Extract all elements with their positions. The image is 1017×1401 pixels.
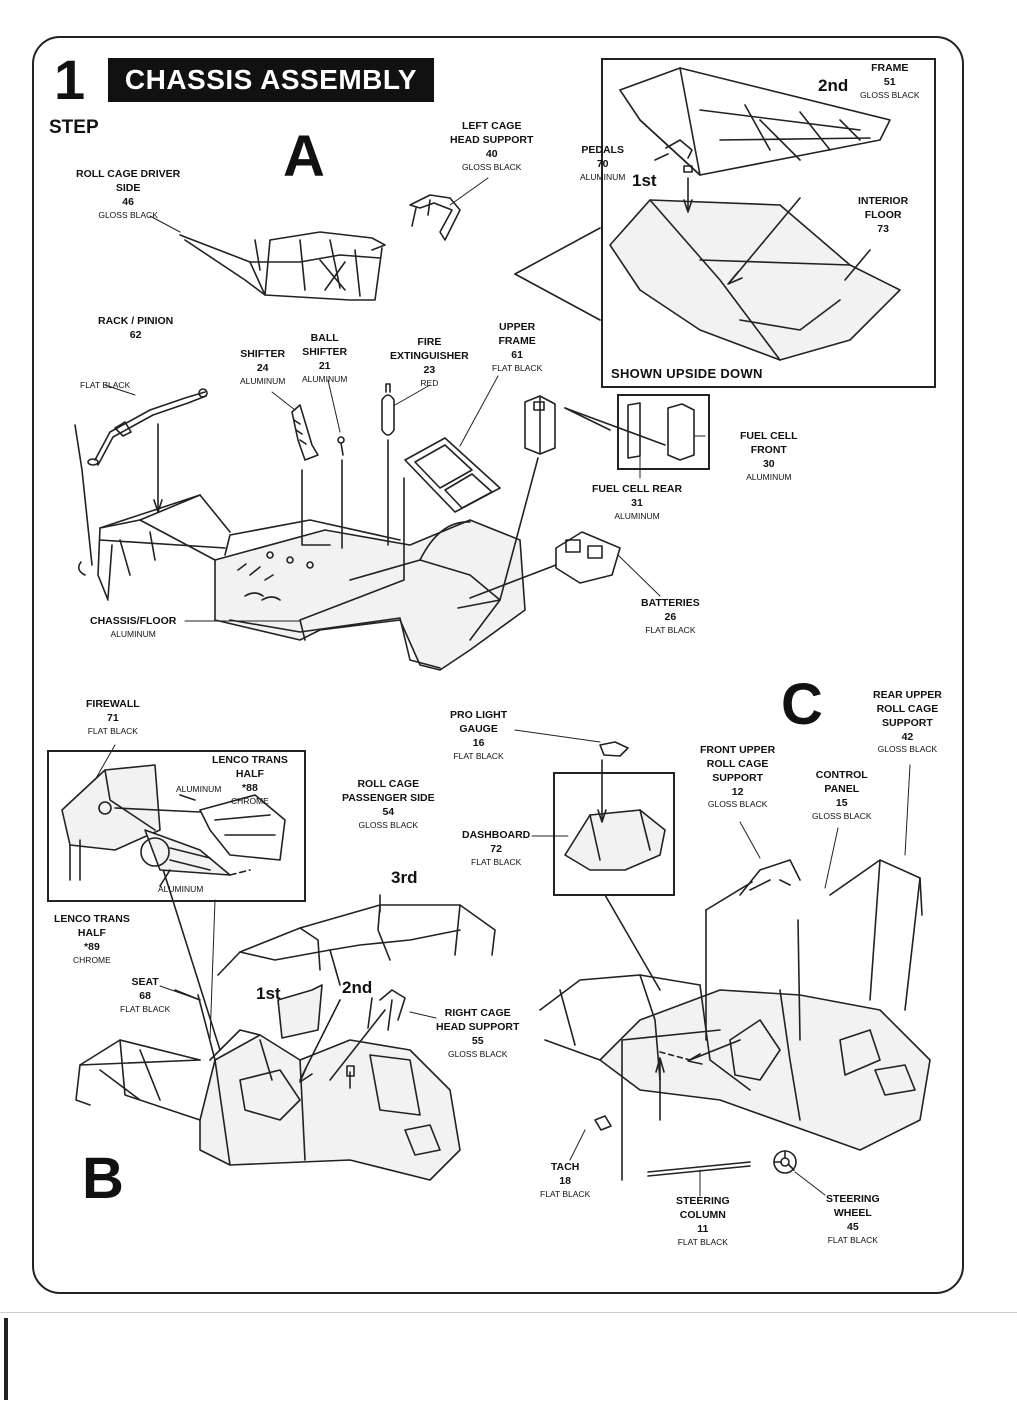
fuel-cell-drawing bbox=[524, 395, 695, 461]
inset-b-order-3rd: 3rd bbox=[391, 868, 418, 887]
inset-b-order-2nd: 2nd bbox=[342, 978, 373, 997]
section-letter-b: B bbox=[82, 1146, 124, 1211]
section-letter-c: C bbox=[781, 672, 823, 737]
inset-a-order-2nd: 2nd bbox=[818, 76, 849, 95]
inset-c-drawing bbox=[564, 741, 666, 991]
inset-firewall-trans bbox=[47, 750, 306, 902]
page-title: CHASSIS ASSEMBLY bbox=[108, 58, 434, 102]
assembly-arrows-a bbox=[153, 407, 666, 641]
batteries-drawing bbox=[555, 531, 621, 584]
step-label: STEP bbox=[49, 117, 99, 138]
shifter-drawing bbox=[291, 383, 395, 461]
chassis-b-drawing bbox=[75, 827, 496, 1181]
upper-frame-drawing bbox=[404, 437, 501, 513]
scan-edge-mark bbox=[4, 1318, 8, 1400]
instruction-sheet-border bbox=[32, 36, 964, 1294]
inset-fuel-cell bbox=[617, 394, 710, 470]
inset-frame-floor bbox=[601, 58, 936, 388]
scan-bottom-edge bbox=[0, 1312, 1017, 1401]
chassis-floor-drawing bbox=[74, 424, 526, 671]
inset-a-note: SHOWN UPSIDE DOWN bbox=[611, 366, 763, 381]
inset-b-drawing bbox=[61, 764, 286, 887]
left-cage-head-drawing bbox=[409, 194, 461, 241]
rack-pinion-drawing bbox=[87, 388, 208, 466]
inset-a-drawing bbox=[514, 67, 901, 361]
label-lenco-inset-aluminum: ALUMINUM bbox=[158, 884, 204, 894]
inset-b-order-1st: 1st bbox=[256, 984, 281, 1003]
step-number: 1 bbox=[54, 48, 86, 111]
inset-dashboard bbox=[553, 772, 675, 896]
roll-cage-driver-drawing bbox=[179, 231, 386, 301]
label-lenco-88-aluminum: ALUMINUM bbox=[176, 784, 222, 794]
label-rack-pinion-finish: FLAT BLACK bbox=[80, 380, 131, 390]
section-letter-a: A bbox=[283, 124, 325, 189]
leader-lines-a bbox=[104, 177, 706, 622]
chassis-c-drawing bbox=[539, 859, 931, 1181]
inset-a-order-1st: 1st bbox=[632, 171, 657, 190]
leader-lines-bc bbox=[94, 729, 911, 1197]
